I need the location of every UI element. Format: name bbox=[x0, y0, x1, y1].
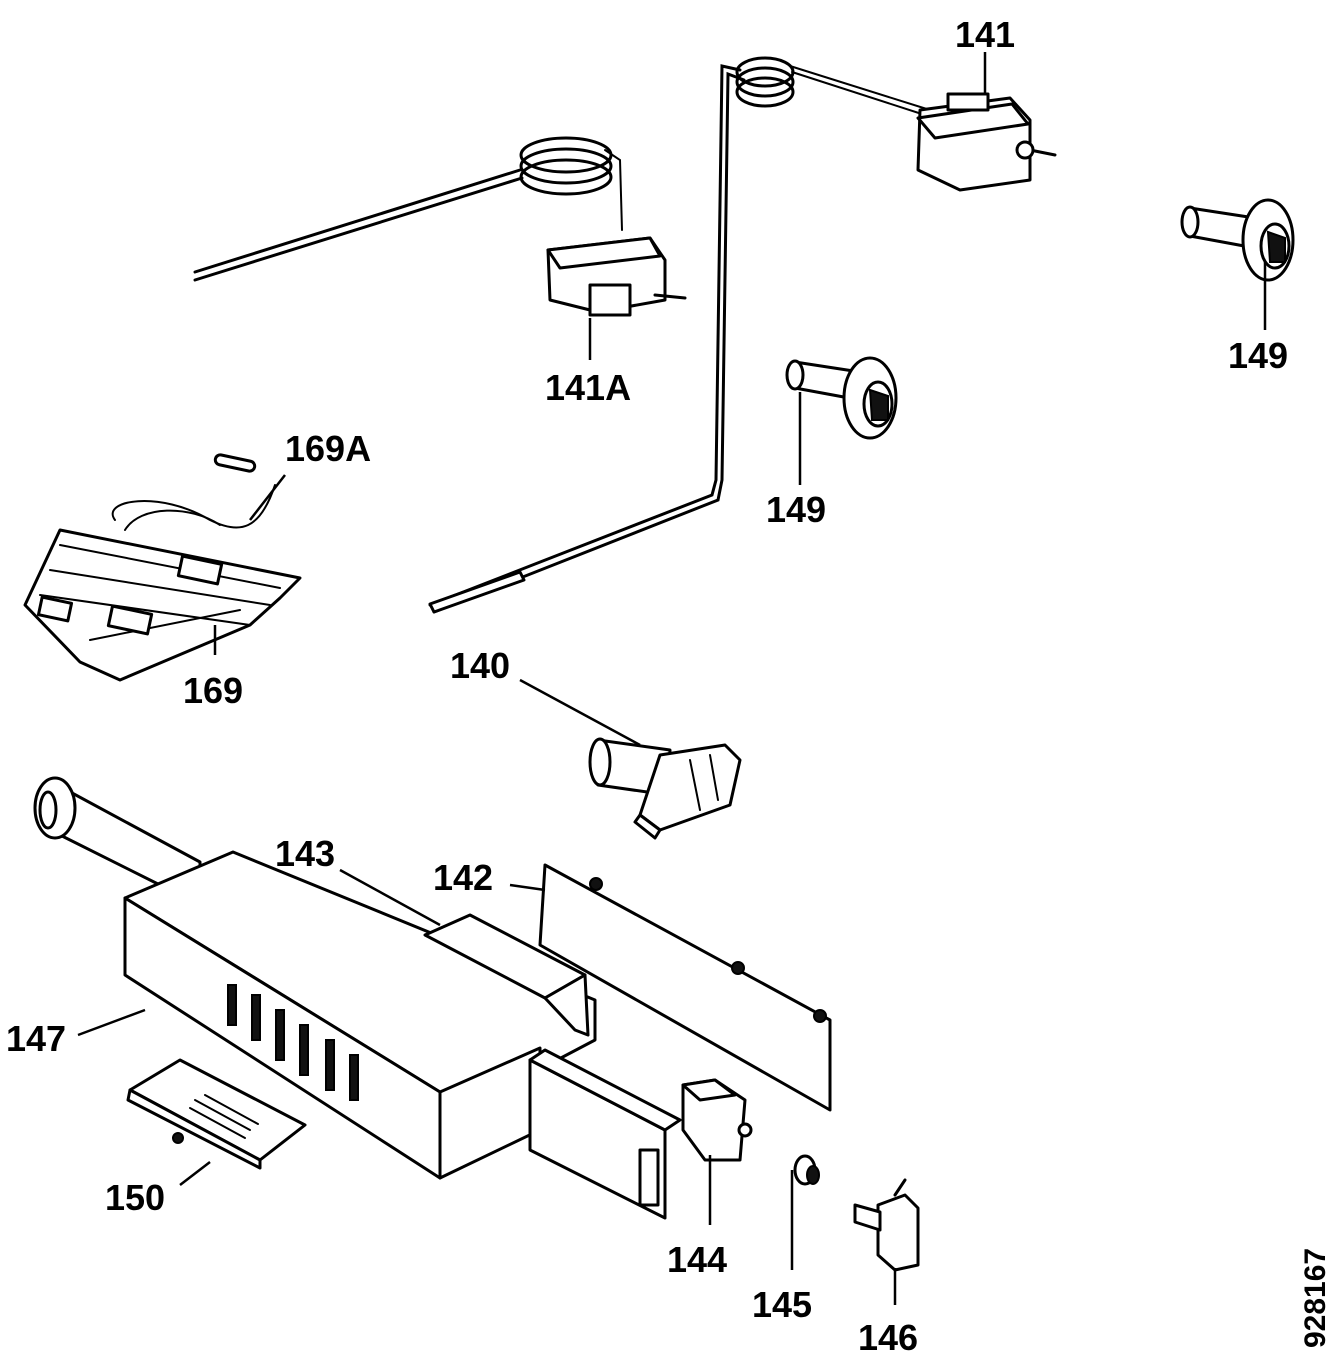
callout-143: 143 bbox=[275, 833, 335, 874]
callout-142: 142 bbox=[433, 857, 493, 898]
leader-lines bbox=[77, 52, 1267, 1305]
callout-144: 144 bbox=[667, 1239, 727, 1280]
callout-141a: 141A bbox=[545, 367, 631, 408]
part-149-knob-right bbox=[1180, 198, 1295, 282]
part-141a-thermostat bbox=[193, 136, 687, 317]
document-number: 928167 bbox=[1299, 1248, 1332, 1348]
callout-169a: 169A bbox=[285, 428, 371, 469]
part-143-cover-plate bbox=[423, 913, 590, 1037]
part-149-knob-middle bbox=[785, 356, 898, 440]
part-142-panel bbox=[538, 863, 832, 1112]
part-150-tray bbox=[126, 1058, 307, 1170]
callout-147: 147 bbox=[6, 1018, 66, 1059]
callout-149-middle: 149 bbox=[766, 489, 826, 530]
callout-145: 145 bbox=[752, 1284, 812, 1325]
part-147-housing bbox=[33, 776, 682, 1220]
part-141-thermostat bbox=[428, 56, 1057, 614]
part-144-switch bbox=[681, 1078, 753, 1162]
callout-140: 140 bbox=[450, 645, 510, 686]
callout-169: 169 bbox=[183, 670, 243, 711]
part-169a-sensor bbox=[111, 453, 276, 531]
part-146-connector bbox=[853, 1178, 920, 1272]
part-145-grommet bbox=[793, 1154, 820, 1186]
callout-141: 141 bbox=[955, 14, 1015, 55]
callout-146: 146 bbox=[858, 1317, 918, 1358]
part-169-heater-element bbox=[23, 528, 302, 682]
callout-150: 150 bbox=[105, 1177, 165, 1218]
part-140-lamp-holder bbox=[588, 737, 742, 840]
callout-149-right: 149 bbox=[1228, 335, 1288, 376]
